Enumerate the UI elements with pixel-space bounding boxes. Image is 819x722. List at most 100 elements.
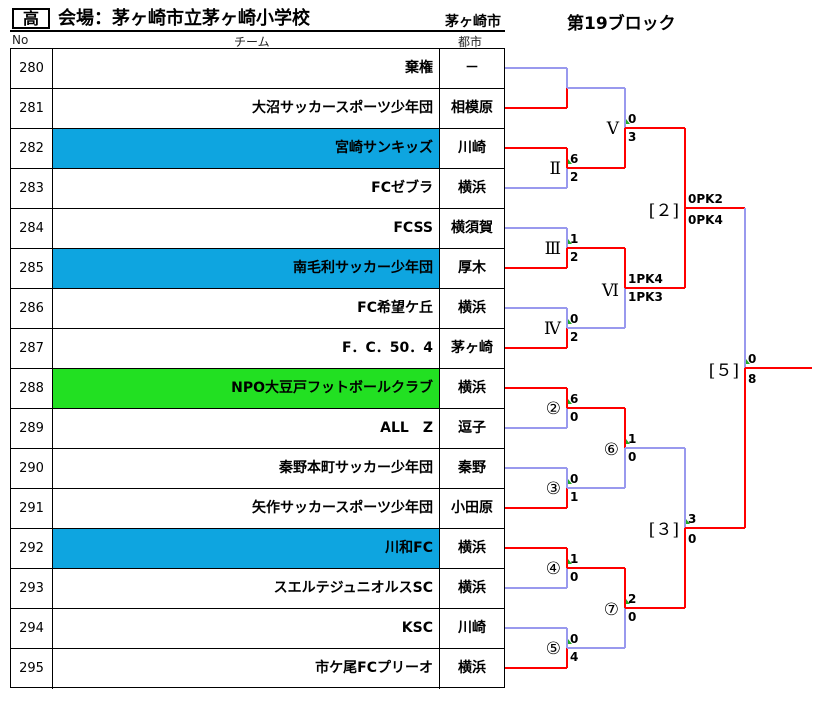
marker-icon <box>626 439 630 444</box>
score-top: 1 <box>570 232 578 246</box>
match-label: Ⅳ <box>544 319 562 339</box>
score-bottom: 0 <box>628 450 636 464</box>
team-number: 282 <box>11 129 53 168</box>
team-number: 285 <box>11 249 53 288</box>
score-top: 0 <box>570 632 578 646</box>
score-bottom: 8 <box>748 372 756 386</box>
score-bottom: 0 <box>628 610 636 624</box>
score-top: 0PK2 <box>688 192 723 206</box>
level-badge: 高 <box>12 8 50 29</box>
match-label: [５] <box>709 361 739 381</box>
score-top: 0 <box>748 352 756 366</box>
team-name: FCゼブラ <box>53 169 440 208</box>
team-number: 287 <box>11 329 53 368</box>
match-label: [２] <box>649 201 679 221</box>
team-number: 293 <box>11 569 53 608</box>
score-bottom: 0 <box>570 570 578 584</box>
match-label: ⑤ <box>546 639 561 659</box>
score-top: 0 <box>628 112 636 126</box>
score-bottom: 3 <box>628 130 636 144</box>
team-number: 295 <box>11 649 53 689</box>
team-number: 284 <box>11 209 53 248</box>
match-label: Ⅲ <box>545 239 561 259</box>
team-name: KSC <box>53 609 440 648</box>
team-name: ALL Z <box>53 409 440 448</box>
team-name: NPO大豆戸フットボールクラブ <box>53 369 440 408</box>
score-top: 6 <box>570 152 578 166</box>
column-header-city: 都市 <box>458 35 483 49</box>
block-title: 第19ブロック <box>567 14 676 34</box>
team-name: スエルテジュニオルスSC <box>53 569 440 608</box>
team-name: 矢作サッカースポーツ少年団 <box>53 489 440 528</box>
host-city: 茅ヶ崎市 <box>445 14 501 30</box>
score-bottom: 0PK4 <box>688 213 723 227</box>
match-label: Ⅴ <box>606 119 620 139</box>
team-name: FCSS <box>53 209 440 248</box>
team-city: 相模原 <box>451 100 493 116</box>
team-name: F．C．50．4 <box>53 329 440 368</box>
marker-icon <box>568 479 572 484</box>
header-rule <box>10 30 505 32</box>
team-city: 横浜 <box>458 660 486 676</box>
team-number: 280 <box>11 49 53 88</box>
team-number: 283 <box>11 169 53 208</box>
team-city: 厚木 <box>458 260 486 276</box>
team-number: 291 <box>11 489 53 528</box>
match-label: ② <box>546 399 561 419</box>
team-city: 秦野 <box>458 460 486 476</box>
team-number: 286 <box>11 289 53 328</box>
team-number: 294 <box>11 609 53 648</box>
team-city: 横浜 <box>458 540 486 556</box>
column-header-no: No <box>12 33 29 47</box>
team-name: 棄権 <box>53 49 440 88</box>
team-city: 茅ヶ崎 <box>451 340 493 356</box>
match-label: [３] <box>649 520 679 540</box>
marker-icon <box>686 519 690 524</box>
score-bottom: 2 <box>570 250 578 264</box>
score-bottom: 2 <box>570 330 578 344</box>
team-city: 横須賀 <box>451 220 493 236</box>
team-city: 横浜 <box>458 300 486 316</box>
marker-icon <box>568 319 572 324</box>
column-header-team: チーム <box>234 35 270 49</box>
team-city: 横浜 <box>458 380 486 396</box>
score-bottom: 0 <box>688 532 696 546</box>
venue-title: 会場：茅ヶ崎市立茅ヶ崎小学校 <box>58 8 310 29</box>
score-top: 0 <box>570 312 578 326</box>
marker-icon <box>568 239 572 244</box>
score-bottom: 4 <box>570 650 578 664</box>
score-bottom: 0 <box>570 410 578 424</box>
match-label: ③ <box>546 479 561 499</box>
match-label: Ⅱ <box>549 159 561 179</box>
team-name: 秦野本町サッカー少年団 <box>53 449 440 488</box>
team-name: 市ケ尾FCプリーオ <box>53 649 440 689</box>
team-number: 290 <box>11 449 53 488</box>
team-city: 川崎 <box>458 620 486 636</box>
team-name: 大沼サッカースポーツ少年団 <box>53 89 440 128</box>
marker-icon <box>626 599 630 604</box>
team-number: 292 <box>11 529 53 568</box>
score-top: 1PK4 <box>628 272 663 286</box>
team-number: 289 <box>11 409 53 448</box>
team-number: 281 <box>11 89 53 128</box>
team-city: － <box>465 60 479 76</box>
match-label: ④ <box>546 559 561 579</box>
marker-icon <box>568 639 572 644</box>
team-name: 南毛利サッカー少年団 <box>53 249 440 288</box>
team-name: 川和FC <box>53 529 440 568</box>
score-top: 1 <box>570 552 578 566</box>
